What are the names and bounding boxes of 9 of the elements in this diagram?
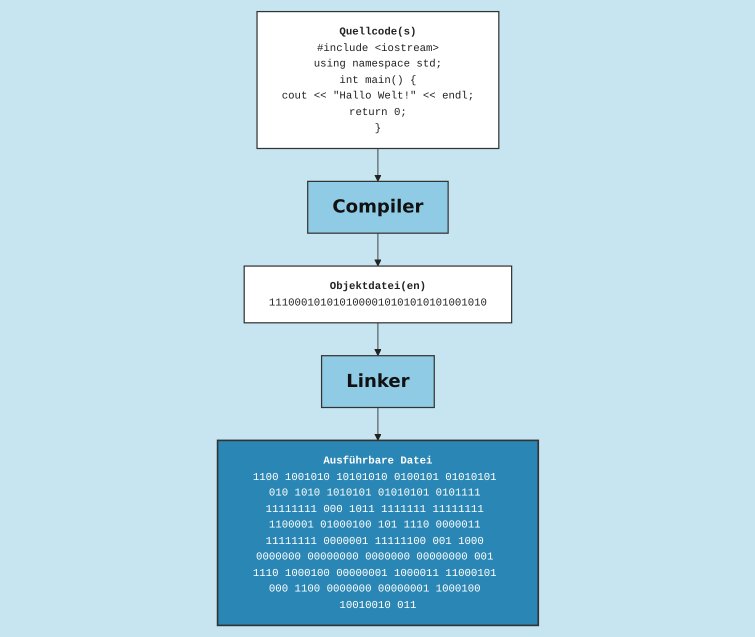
arrow bbox=[374, 148, 382, 182]
arrow bbox=[374, 407, 382, 441]
node-box: Objektdatei(en) 1110001010101000010101010101001010 bbox=[243, 265, 512, 324]
node-box: Linker bbox=[320, 355, 434, 408]
node-box: Ausführbare Datei 1100 1001010 10101010 0100101 01010101 010 1010 1010101 01010101 0101111 11111111 000 1011 1111111 11111111 1100001 01000100 101 1110 0000011 11111111 0000001 11111100 001 1000 0000000 00000000 0000000 00000000 001 1110 1000100 00000001 1000011 11000101 000 1100 0000000 00000001 1000100 10010010 011 bbox=[216, 440, 539, 626]
node-box: Quellcode(s) #include <iostream> using namespace std; int main() { cout << "Hallo Welt!" << endl; return 0; } bbox=[256, 10, 500, 150]
node-box: Compiler bbox=[306, 180, 448, 234]
arrow bbox=[374, 322, 382, 356]
arrow bbox=[374, 232, 382, 266]
